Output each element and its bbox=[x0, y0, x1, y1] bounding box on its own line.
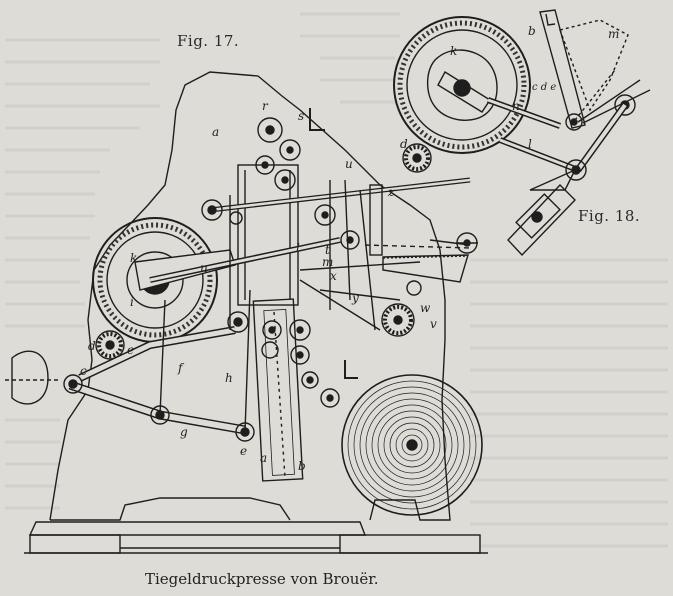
label-l18: l bbox=[528, 137, 532, 151]
label-m: m bbox=[322, 255, 333, 269]
press-frame bbox=[24, 71, 488, 554]
label-v: v bbox=[430, 317, 437, 331]
label-c: c bbox=[80, 364, 87, 378]
paper-roll bbox=[341, 374, 483, 516]
label-k18: k bbox=[450, 44, 457, 58]
label-d2: d bbox=[88, 339, 96, 353]
label-e2: e bbox=[127, 343, 134, 357]
label-r: r bbox=[262, 99, 269, 113]
rods-and-levers bbox=[149, 177, 471, 331]
label-a: a bbox=[212, 125, 219, 139]
treadle-linkage bbox=[5, 289, 255, 442]
label-k: k bbox=[130, 251, 137, 265]
label-b: b bbox=[298, 459, 306, 473]
label-s: s bbox=[298, 109, 304, 123]
fig18-mechanism bbox=[393, 9, 651, 257]
ink-roller-group-bottom bbox=[227, 232, 478, 408]
small-gear-d bbox=[95, 330, 125, 360]
label-x: x bbox=[330, 269, 337, 283]
label-z: z bbox=[387, 185, 395, 199]
label-d: d bbox=[400, 137, 408, 151]
gear-w bbox=[381, 303, 415, 337]
label-f: f bbox=[177, 361, 185, 375]
small-gear-d2 bbox=[402, 143, 432, 173]
part-labels: a a b e d d e f g h k i n l m t x u s r … bbox=[80, 24, 619, 473]
label-t: t bbox=[325, 243, 330, 257]
figure-18-label: Fig. 18. bbox=[578, 207, 641, 225]
platen-column bbox=[237, 164, 304, 482]
label-n18: n bbox=[512, 99, 520, 113]
label-l: l bbox=[296, 241, 300, 255]
label-b18: b bbox=[528, 24, 536, 38]
label-y: y bbox=[351, 291, 359, 305]
label-cde18: c d e bbox=[532, 82, 556, 93]
label-n: n bbox=[200, 261, 208, 275]
label-e: e bbox=[240, 444, 247, 458]
figure-caption: Tiegeldruckpresse von Brouër. bbox=[145, 570, 379, 588]
label-w: w bbox=[420, 301, 431, 315]
label-a2: a bbox=[260, 451, 267, 465]
label-i: i bbox=[130, 295, 134, 309]
ink-roller-group-top bbox=[201, 108, 469, 283]
label-m18: m bbox=[608, 27, 619, 41]
label-u: u bbox=[345, 157, 353, 171]
label-g: g bbox=[180, 425, 188, 439]
figure-17-label: Fig. 17. bbox=[177, 32, 240, 50]
label-h: h bbox=[225, 371, 233, 385]
